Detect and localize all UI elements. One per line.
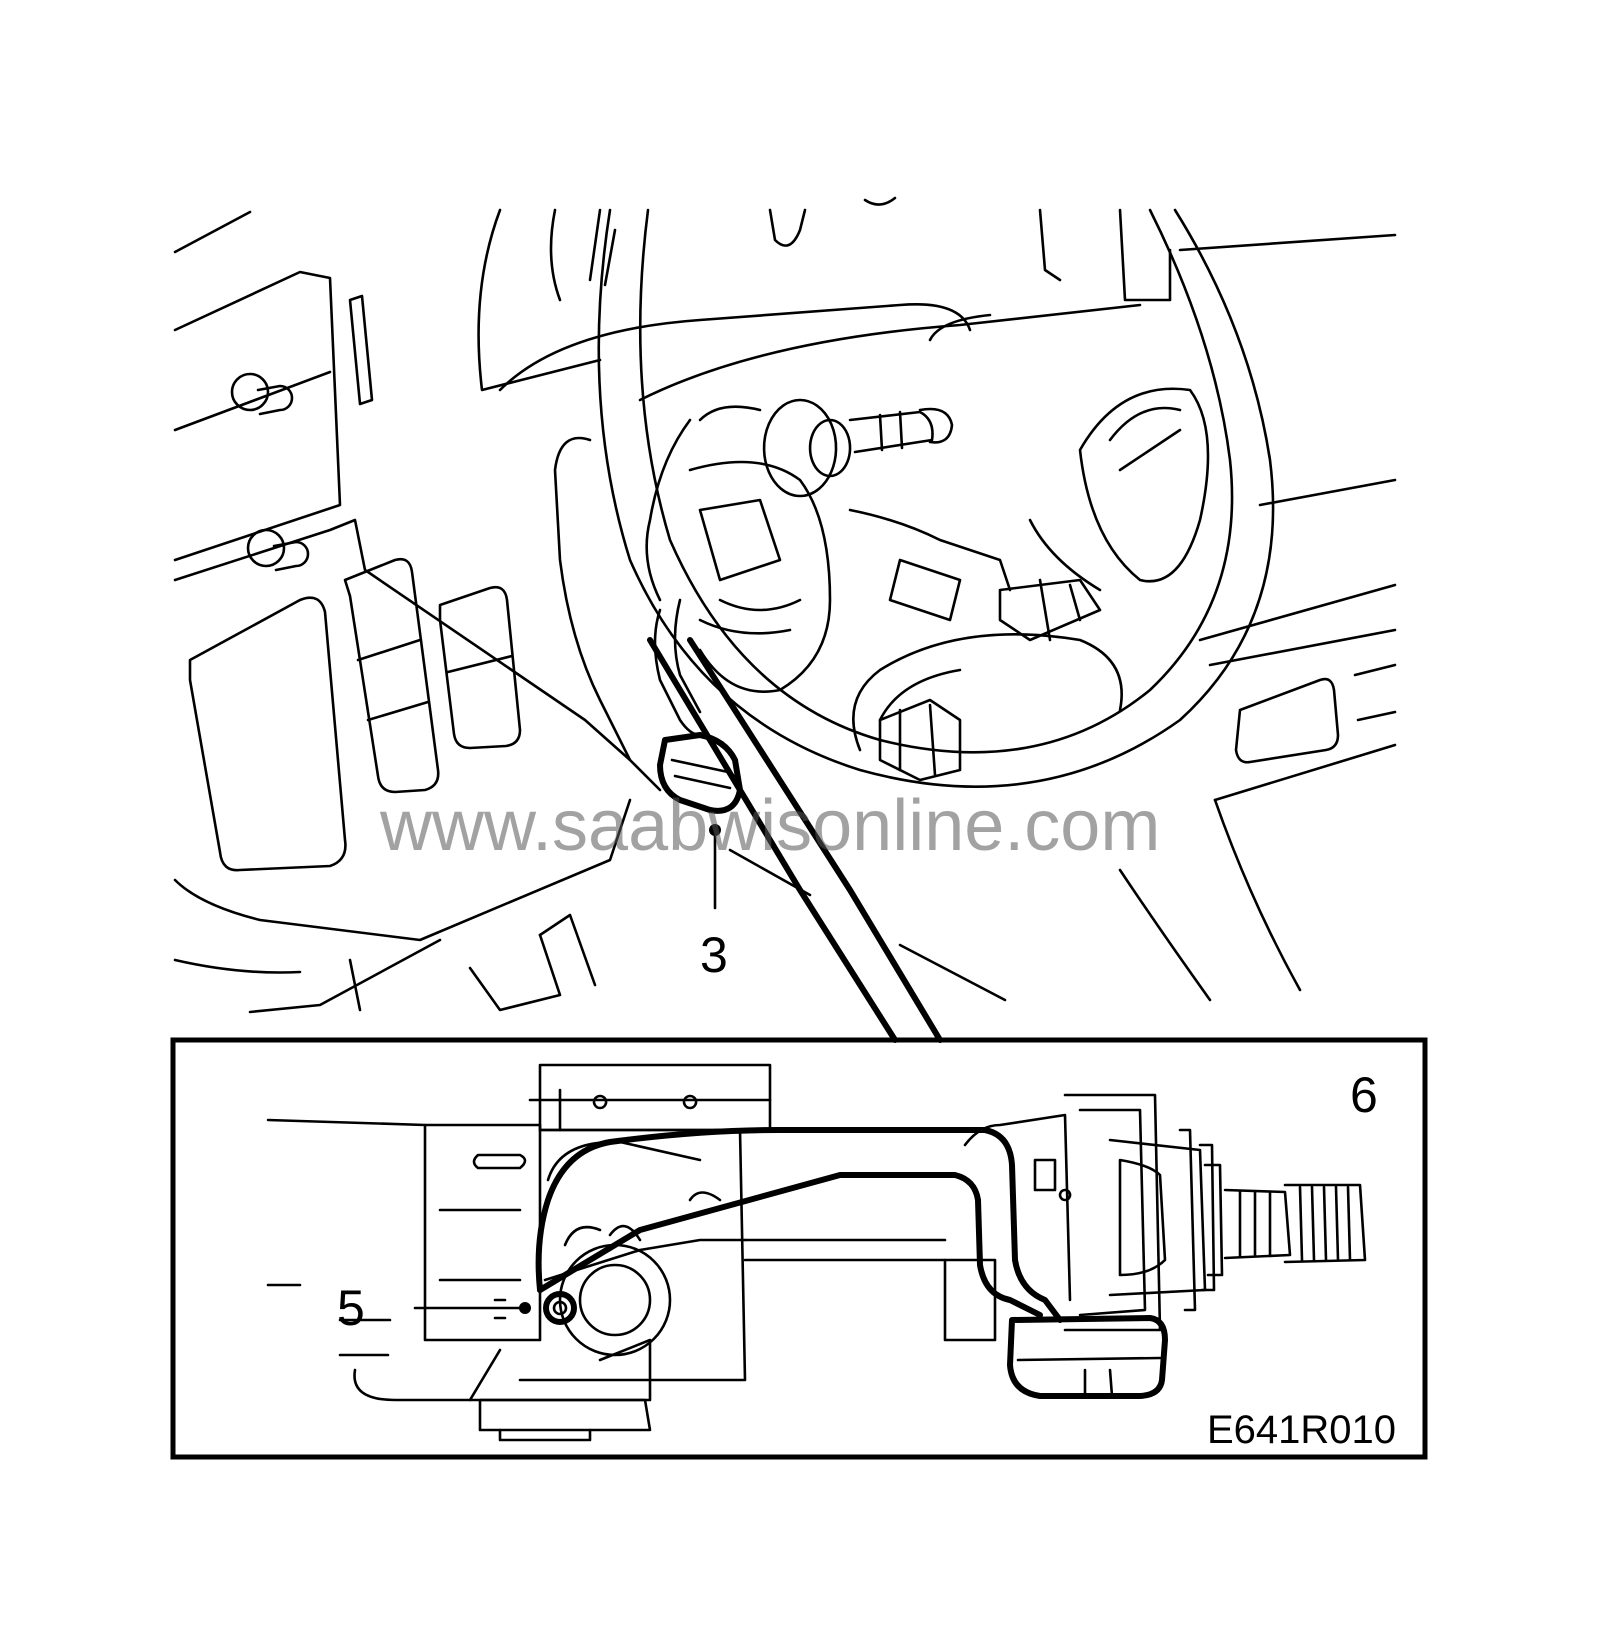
- dashboard-illustration: [173, 196, 1397, 1043]
- inset-illustration: [266, 1063, 1367, 1442]
- callout-label-6: 6: [1350, 1067, 1378, 1123]
- figure-code: E641R010: [1207, 1408, 1396, 1452]
- callout-label-3: 3: [700, 927, 728, 983]
- callout-label-5: 5: [337, 1280, 365, 1336]
- inset-frame: [170, 1037, 1428, 1460]
- watermark: www.saabwisonline.com: [379, 786, 1160, 866]
